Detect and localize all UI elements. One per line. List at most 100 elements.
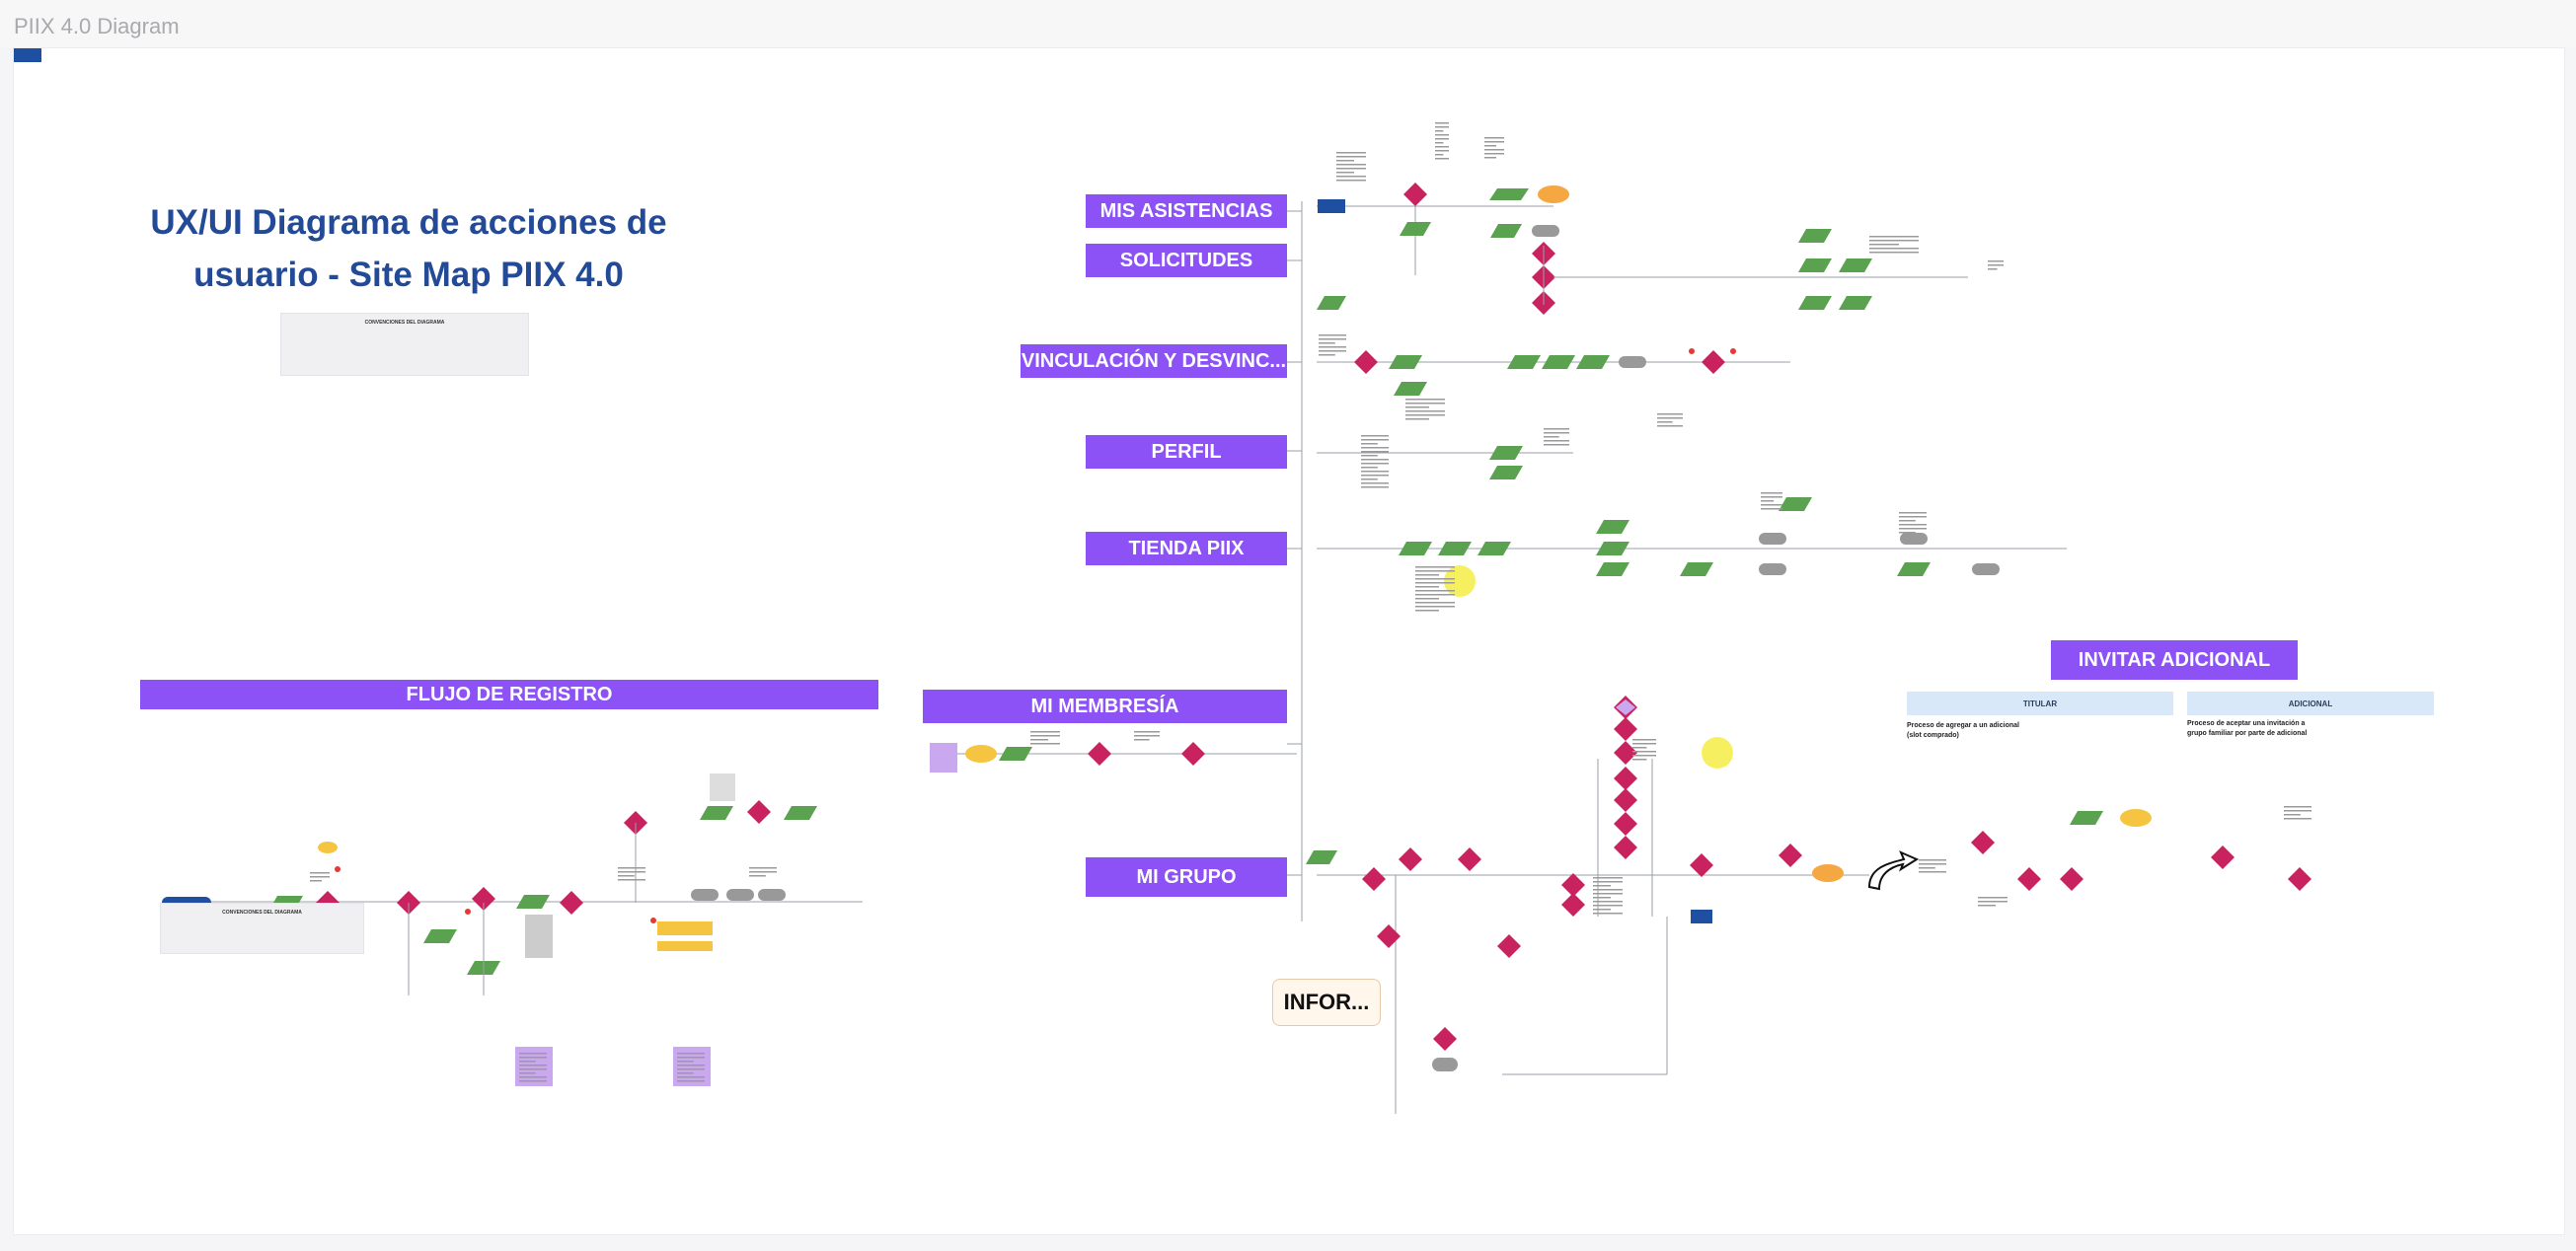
io-node xyxy=(1839,258,1872,272)
note-text-line xyxy=(749,871,777,873)
start-node xyxy=(2120,809,2152,827)
note-text-line xyxy=(2284,806,2311,808)
io-node xyxy=(516,895,550,909)
note-text-line xyxy=(1415,590,1455,592)
note-text-line xyxy=(1361,439,1389,441)
note-text-line xyxy=(310,880,322,882)
process-node xyxy=(14,48,41,62)
app-title: PIIX 4.0 Diagram xyxy=(14,14,180,38)
note-text-line xyxy=(1899,520,1916,522)
note-text-line xyxy=(1919,859,1946,861)
note-text-line xyxy=(1593,897,1611,899)
note-text-line xyxy=(1361,471,1389,473)
note-text-line xyxy=(618,879,645,881)
note-text-line xyxy=(519,1053,547,1055)
decision-node xyxy=(747,800,771,824)
diagram-title: UX/UI Diagrama de acciones de usuario - … xyxy=(150,203,667,294)
note-text-line xyxy=(1405,399,1445,401)
label-mi-membresia[interactable]: MI MEMBRESÍA xyxy=(923,690,1287,723)
note-text-line xyxy=(1632,759,1647,761)
label-mi-grupo[interactable]: MI GRUPO xyxy=(1086,857,1287,897)
io-node xyxy=(700,806,733,820)
label-flujo-registro[interactable]: FLUJO DE REGISTRO xyxy=(140,680,878,709)
legend-box-secondary: CONVENCIONES DEL DIAGRAMA xyxy=(160,903,364,954)
decision-node xyxy=(1614,836,1637,859)
note-text-line xyxy=(1319,354,1335,356)
decision-node xyxy=(1088,742,1111,766)
note-text-line xyxy=(1405,418,1429,420)
note-text-line xyxy=(1361,482,1389,484)
io-node xyxy=(1839,296,1872,310)
note-text-line xyxy=(1336,160,1354,162)
decision-node xyxy=(1614,717,1637,741)
note-text-line xyxy=(1435,134,1449,136)
sticky-note xyxy=(930,743,957,773)
note-text-line xyxy=(1593,877,1623,879)
note-text-line xyxy=(677,1053,705,1055)
label-perfil[interactable]: PERFIL xyxy=(1086,435,1287,469)
note-text-line xyxy=(1593,881,1623,883)
terminal-node xyxy=(1900,533,1928,545)
note-text-line xyxy=(1869,252,1919,254)
io-node xyxy=(1489,446,1523,460)
note-text-line xyxy=(1593,913,1623,915)
note-text-line xyxy=(2284,814,2301,816)
note-text-line xyxy=(1415,578,1455,580)
note-text-line xyxy=(1544,436,1559,438)
note-text-line xyxy=(1415,610,1439,612)
note-text-line xyxy=(618,875,635,877)
note-text-line xyxy=(1336,156,1366,158)
io-node xyxy=(999,747,1032,761)
note-text-line xyxy=(1761,500,1775,502)
note-text-line xyxy=(1336,180,1366,182)
note-text-line xyxy=(1361,459,1389,461)
note-text-line xyxy=(519,1061,536,1063)
label-vinculacion[interactable]: VINCULACIÓN Y DESVINC... xyxy=(1021,344,1287,378)
terminal-node xyxy=(1532,225,1559,237)
label-solicitudes[interactable]: SOLICITUDES xyxy=(1086,244,1287,277)
io-node xyxy=(1389,355,1422,369)
io-node xyxy=(2070,811,2103,825)
note-text-line xyxy=(1361,486,1389,488)
label-invitar-adicional[interactable]: INVITAR ADICIONAL xyxy=(2051,640,2298,680)
process-node xyxy=(1318,199,1345,213)
diagram-canvas[interactable]: UX/UI Diagrama de acciones de usuario - … xyxy=(13,47,2565,1235)
decision-node xyxy=(2288,867,2311,891)
note-text-line xyxy=(1593,909,1611,911)
note-text-line xyxy=(677,1061,694,1063)
note-text-line xyxy=(1593,893,1623,895)
note-text-line xyxy=(1761,504,1782,506)
note-text-line xyxy=(1484,145,1496,147)
note-text-line xyxy=(1869,244,1899,246)
note-text-line xyxy=(1336,164,1366,166)
note-text-line xyxy=(1899,524,1927,526)
io-node xyxy=(1897,562,1931,576)
note-text-line xyxy=(1484,137,1504,139)
legend-title-secondary: CONVENCIONES DEL DIAGRAMA xyxy=(222,910,302,916)
io-node xyxy=(1576,355,1610,369)
io-node xyxy=(1507,355,1541,369)
note-text-line xyxy=(1988,264,2004,266)
note-text-line xyxy=(1544,444,1569,446)
sub-header-adicional: ADICIONAL xyxy=(2187,692,2434,715)
note-text-line xyxy=(1978,897,2008,899)
note-text-line xyxy=(1361,451,1389,453)
label-informacion[interactable]: INFOR... xyxy=(1272,979,1381,1026)
note-text-line xyxy=(1405,406,1429,408)
note-text-line xyxy=(677,1080,705,1082)
note-text-line xyxy=(677,1057,705,1059)
note-text-line xyxy=(1593,901,1623,903)
note-text-line xyxy=(1030,743,1060,745)
decision-node xyxy=(1362,867,1386,891)
note-text-line xyxy=(1361,475,1389,477)
label-mis-asistencias[interactable]: MIS ASISTENCIAS xyxy=(1086,194,1287,228)
note-text-line xyxy=(519,1065,547,1067)
alert-dot xyxy=(1730,348,1736,354)
start-node xyxy=(1812,864,1844,882)
note-text-line xyxy=(1657,413,1683,415)
note-text-line xyxy=(1632,739,1656,741)
terminal-node xyxy=(758,889,786,901)
label-tienda-piix[interactable]: TIENDA PIIX xyxy=(1086,532,1287,565)
note-titular: Proceso de agregar a un adicional (slot … xyxy=(1907,722,2019,739)
note-text-line xyxy=(1544,432,1569,434)
